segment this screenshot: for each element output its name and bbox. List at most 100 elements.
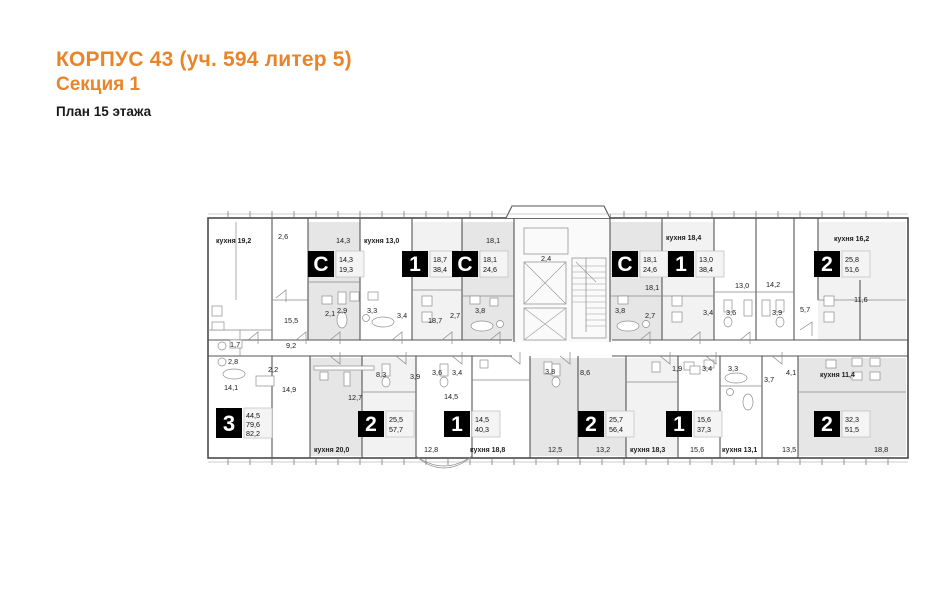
- room-fills: [210, 214, 906, 456]
- kitchen-label: кухня 18,8: [470, 447, 505, 454]
- room-area: 2,7: [645, 311, 655, 320]
- badge-area-total: 37,3: [697, 425, 711, 434]
- room-area: 3,4: [702, 364, 712, 373]
- elevator-core: [523, 227, 607, 341]
- badge-area-living: 25,8: [845, 255, 859, 264]
- dimension-ticks: [208, 211, 908, 465]
- room-area: 3,3: [728, 364, 738, 373]
- floor-title: План 15 этажа: [56, 103, 152, 119]
- badge-type: C: [313, 253, 328, 276]
- room-area: 3,8: [615, 306, 625, 315]
- room-area: 14,5: [444, 392, 458, 401]
- building-title: КОРПУС 43 (уч. 594 литер 5): [56, 48, 352, 71]
- room-area: 3,4: [452, 368, 462, 377]
- fixtures: [211, 291, 881, 411]
- badge-area-living: 13,0: [699, 255, 713, 264]
- badge-type: 2: [821, 253, 833, 276]
- kitchen-label: кухня 18,4: [666, 235, 701, 242]
- room-area: 3,6: [432, 368, 442, 377]
- apartment-badge-1-k184[interactable]: 1 13,0 38,4: [668, 250, 725, 278]
- elevator-shaft-2: [523, 307, 567, 341]
- room-area: 14,9: [282, 385, 296, 394]
- badge-area-total: 19,3: [339, 265, 353, 274]
- section-title: Секция 1: [56, 74, 141, 96]
- page-header: КОРПУС 43 (уч. 594 литер 5) Секция 1 Пла…: [56, 48, 352, 119]
- badge-type: 1: [409, 253, 421, 276]
- room-area: 3,4: [397, 311, 407, 320]
- kitchen-label: кухня 20,0: [314, 447, 349, 454]
- badge-type: 1: [451, 413, 463, 436]
- room-area: 12,5: [548, 445, 562, 454]
- room-area: 14,1: [224, 383, 238, 392]
- room-area: 2,8: [228, 357, 238, 366]
- room-area: 13,2: [596, 445, 610, 454]
- badge-area-living: 25,7: [609, 415, 623, 424]
- apartment-badge-2-k114[interactable]: 2 32,3 51,5: [814, 410, 871, 438]
- badge-area-living: 44,5: [246, 411, 260, 420]
- apartment-badge-1-k131[interactable]: 1 15,6 37,3: [666, 410, 723, 438]
- badge-type: 2: [821, 413, 833, 436]
- apartment-badge-c-right[interactable]: C 18,1 24,6: [612, 250, 669, 278]
- room-area: 4,1: [786, 368, 796, 377]
- room-area: 18,8: [874, 445, 888, 454]
- room-area: 2,4: [541, 254, 551, 263]
- room-area: 2,1: [325, 309, 335, 318]
- badge-area-total: 38,4: [699, 265, 713, 274]
- room-area: 8,3: [376, 370, 386, 379]
- apartment-badge-2-k162[interactable]: 2 25,8 51,6: [814, 250, 871, 278]
- badge-type: 2: [585, 413, 597, 436]
- room-area: 14,2: [766, 280, 780, 289]
- room-area: 3,3: [367, 306, 377, 315]
- badge-area-living: 32,3: [845, 415, 859, 424]
- badge-area-living: 14,3: [339, 255, 353, 264]
- apartment-badge-c-mid[interactable]: C 18,1 24,6: [452, 250, 509, 278]
- badge-type: 1: [673, 413, 685, 436]
- badge-type: 1: [675, 253, 687, 276]
- room-area: 2,6: [278, 232, 288, 241]
- apartment-badge-c-left[interactable]: C 14,3 19,3: [308, 250, 365, 278]
- room-area: 1,9: [672, 364, 682, 373]
- badge-area-living: 18,1: [483, 255, 497, 264]
- badge-area-total: 51,5: [845, 425, 859, 434]
- badge-area-total: 56,4: [609, 425, 623, 434]
- badge-area-total: 24,6: [643, 265, 657, 274]
- badge-type: C: [457, 253, 472, 276]
- room-area: 3,8: [475, 306, 485, 315]
- badge-area-total: 24,6: [483, 265, 497, 274]
- badge-area-total: 51,6: [845, 265, 859, 274]
- room-area: 18,1: [486, 236, 500, 245]
- badge-type: C: [617, 253, 632, 276]
- kitchen-label: кухня 18,3: [630, 447, 665, 454]
- apartment-badge-2-k200[interactable]: 2 25,5 57,7: [358, 410, 415, 438]
- room-area: 3,8: [545, 367, 555, 376]
- apartment-badge-2-k183[interactable]: 2 25,7 56,4: [578, 410, 635, 438]
- badge-area-total: 38,4: [433, 265, 447, 274]
- room-area: 3,9: [410, 372, 420, 381]
- badge-type: 3: [223, 411, 235, 436]
- badge-area-living: 18,7: [433, 255, 447, 264]
- badge-area-living: 18,1: [643, 255, 657, 264]
- room-area: 3,9: [772, 308, 782, 317]
- badge-area-living: 15,6: [697, 415, 711, 424]
- apartment-badge-1-k188[interactable]: 1 14,5 40,3: [444, 410, 501, 438]
- kitchen-label: кухня 19,2: [216, 238, 251, 245]
- room-area: 18,7: [428, 316, 442, 325]
- room-area: 2,7: [450, 311, 460, 320]
- room-area: 13,5: [782, 445, 796, 454]
- room-area: 3,6: [726, 308, 736, 317]
- room-area: 1,7: [230, 340, 240, 349]
- badge-area-mid: 79,6: [246, 420, 260, 429]
- badge-area-total: 82,2: [246, 429, 260, 438]
- staircase: [571, 257, 607, 339]
- room-area-labels: 2,6 14,3 18,1 2,4 18,1 13,0 14,2 11,6 15…: [224, 232, 888, 454]
- balconies: [415, 205, 611, 469]
- badge-area-total: 57,7: [389, 425, 403, 434]
- kitchen-label: кухня 13,0: [364, 238, 399, 245]
- badge-area-total: 40,3: [475, 425, 489, 434]
- badge-area-living: 14,5: [475, 415, 489, 424]
- room-area: 18,1: [645, 283, 659, 292]
- apartment-badge-1-k130[interactable]: 1 18,7 38,4: [402, 250, 459, 278]
- kitchen-label: кухня 16,2: [834, 236, 869, 243]
- apartment-badge-3-left[interactable]: 3 44,5 79,6 82,2: [216, 407, 273, 439]
